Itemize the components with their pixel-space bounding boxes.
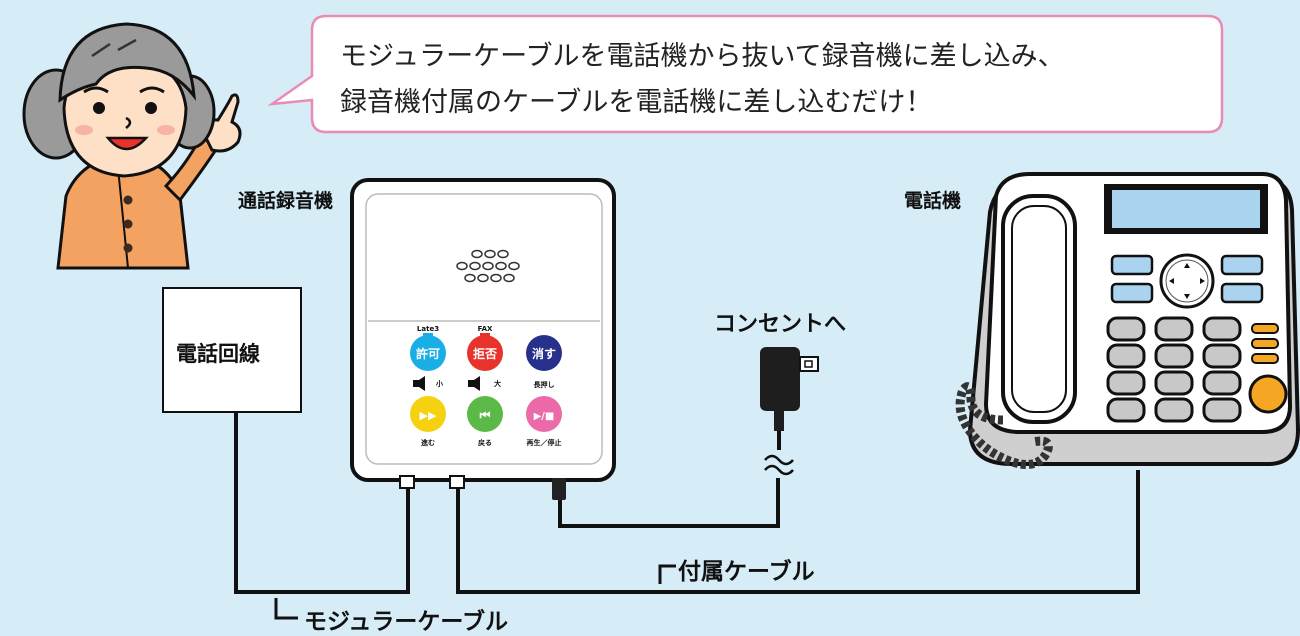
outlet-label: コンセントへ [714, 312, 847, 337]
speech-bubble-text: モジュラーケーブルを電話機から抜いて録音機に差し込み、 録音機付属のケーブルを電… [340, 34, 1200, 126]
volume-down-icon [413, 376, 425, 391]
allow-button-label: 許可 [416, 346, 440, 361]
allow-button[interactable] [410, 335, 446, 371]
phone-label: 電話機 [904, 190, 962, 212]
forward-button-label: ▶▶ [420, 409, 437, 422]
forward-bottom-label: 進む [421, 438, 435, 447]
reject-bottom-label: 大 [494, 379, 501, 388]
delete-button[interactable] [526, 335, 562, 371]
phone-handset [1001, 194, 1077, 424]
speech-bubble-line-2: 録音機付属のケーブルを電話機に差し込むだけ！ [340, 87, 933, 118]
back-button[interactable] [467, 396, 503, 432]
ac-adapter-icon [760, 347, 819, 476]
reject-button-label: 拒否 [473, 346, 497, 361]
volume-up-icon [468, 376, 480, 391]
recorder-port-right [449, 475, 465, 489]
included-cable-pointer [658, 564, 676, 584]
speech-bubble [267, 14, 1224, 134]
recorder-label: 通話録音機 [238, 190, 334, 212]
recorder-port-left [399, 475, 415, 489]
play-button-label: ▶/■ [534, 411, 555, 422]
phone-line-label: 電話回線 [176, 342, 260, 366]
forward-button[interactable] [410, 396, 446, 432]
delete-bottom-label: 長押し [534, 380, 555, 389]
recorder-buttons: Late3 許可 小 FAX 拒否 大 消す 長押し ▶▶ 進む ⏮ 戻る ▶/… [410, 325, 562, 447]
modular-cable [234, 412, 410, 594]
speech-bubble-line-1: モジュラーケーブルを電話機から抜いて録音機に差し込み、 [340, 41, 1065, 72]
modular-cable-label: モジュラーケーブル [304, 609, 509, 635]
reject-button[interactable] [467, 335, 503, 371]
play-button[interactable] [526, 396, 562, 432]
included-cable-label: 付属ケーブル [678, 559, 815, 585]
power-plug [552, 478, 566, 500]
orange-key [1248, 374, 1288, 414]
allow-top-label: Late3 [417, 325, 439, 333]
reject-top-label: FAX [478, 325, 493, 333]
cables [234, 412, 1140, 620]
back-bottom-label: 戻る [477, 438, 492, 447]
phone-cord [955, 382, 1053, 469]
included-cable [456, 470, 1140, 594]
modular-cable-pointer [274, 598, 298, 620]
power-cable [558, 478, 780, 528]
speaker-grille [456, 249, 520, 283]
telephone [955, 172, 1300, 469]
grandma-character [22, 22, 242, 270]
back-button-label: ⏮ [480, 408, 491, 422]
nav-pad [1159, 253, 1215, 309]
phone-line-box [162, 287, 302, 413]
delete-button-label: 消す [532, 346, 556, 361]
allow-bottom-label: 小 [435, 379, 443, 388]
keypad [1106, 316, 1242, 423]
play-bottom-label: 再生／停止 [527, 438, 562, 447]
